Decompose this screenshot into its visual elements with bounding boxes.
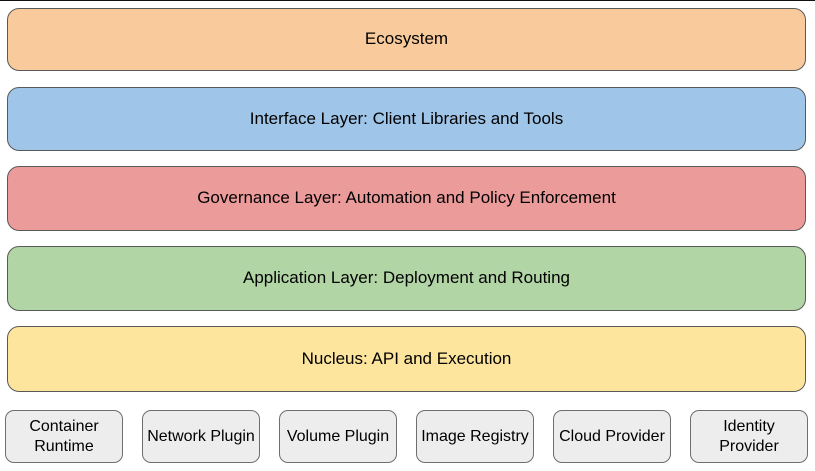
layer-application: Application Layer: Deployment and Routin… [7,246,806,311]
layer-application-label: Application Layer: Deployment and Routin… [243,268,570,288]
plugin-box-network-plugin: Network Plugin [142,410,260,463]
layer-nucleus: Nucleus: API and Execution [7,326,806,392]
top-edge-line [0,0,815,1]
layer-governance-label: Governance Layer: Automation and Policy … [197,188,616,208]
plugin-label: Volume Plugin [286,427,390,445]
plugin-label: Identity Provider [719,417,779,455]
plugin-label: Network Plugin [147,427,255,445]
plugin-row: Container Runtime Network Plugin Volume … [5,410,808,463]
layer-nucleus-label: Nucleus: API and Execution [301,348,512,368]
plugin-box-volume-plugin: Volume Plugin [279,410,397,463]
layer-governance: Governance Layer: Automation and Policy … [7,166,806,231]
plugin-label: Cloud Provider [559,427,665,445]
plugin-label: Container Runtime [29,417,99,455]
layer-ecosystem-label: Ecosystem [364,29,449,49]
layer-ecosystem: Ecosystem [7,8,806,71]
plugin-box-container-runtime: Container Runtime [5,410,123,463]
plugin-box-identity-provider: Identity Provider [690,410,808,463]
layer-interface-label: Interface Layer: Client Libraries and To… [249,108,564,128]
layer-interface: Interface Layer: Client Libraries and To… [7,87,806,151]
plugin-label: Image Registry [421,427,529,445]
plugin-box-image-registry: Image Registry [416,410,534,463]
plugin-box-cloud-provider: Cloud Provider [553,410,671,463]
